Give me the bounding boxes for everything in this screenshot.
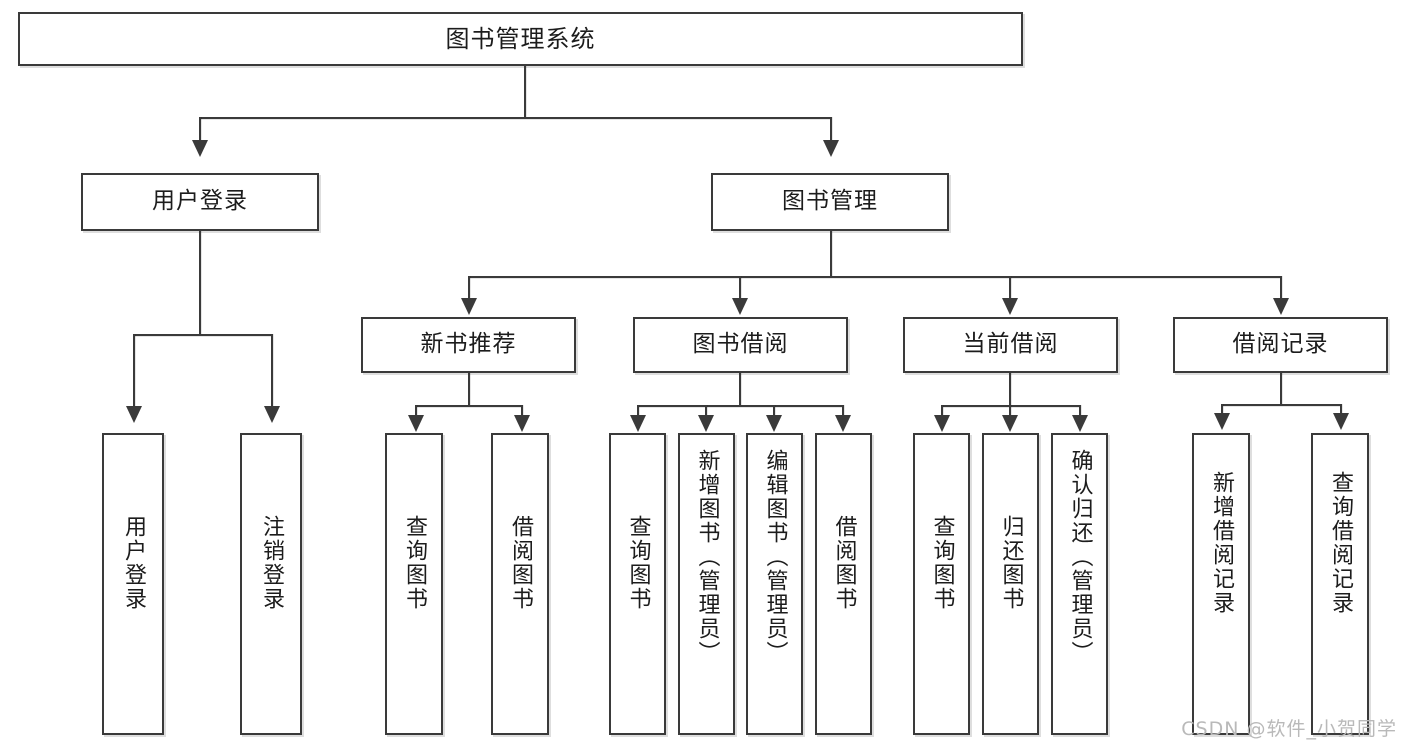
node-label: 当前借阅 bbox=[962, 331, 1059, 358]
leaf-query-book-current[interactable]: 查询图书 bbox=[913, 433, 970, 735]
arrowhead-query-record bbox=[1333, 413, 1349, 430]
arrowhead-current-borrow bbox=[1002, 298, 1018, 315]
connector-borrow-records-bus bbox=[1221, 404, 1340, 406]
node-label: 注销登录 bbox=[259, 515, 284, 611]
connector-new-book-leaf-2 bbox=[521, 405, 523, 419]
arrowhead-query-book-1 bbox=[408, 415, 424, 432]
node-label: 图书管理系统 bbox=[445, 24, 596, 53]
node-user-login[interactable]: 用户登录 bbox=[81, 173, 319, 231]
arrowhead-confirm-return bbox=[1072, 415, 1088, 432]
connector-book-mgmt-to-records bbox=[1280, 276, 1282, 302]
leaf-borrow-book-recommend[interactable]: 借阅图书 bbox=[491, 433, 549, 735]
leaf-borrow-book[interactable]: 借阅图书 bbox=[815, 433, 872, 735]
connector-book-borrow-leaf-3 bbox=[773, 405, 775, 419]
connector-book-mgmt-stem bbox=[830, 231, 832, 277]
connector-book-borrow-leaf-4 bbox=[842, 405, 844, 419]
connector-user-login-leaf-1 bbox=[133, 334, 135, 410]
connector-book-mgmt-bus bbox=[468, 276, 1280, 278]
node-label: 确认归还（管理员） bbox=[1067, 449, 1093, 665]
connector-borrow-records-leaf-2 bbox=[1340, 404, 1342, 417]
arrowhead-add-book bbox=[698, 415, 714, 432]
connector-book-borrow-leaf-1 bbox=[637, 405, 639, 419]
node-label: 用户登录 bbox=[121, 515, 146, 611]
node-current-borrow[interactable]: 当前借阅 bbox=[903, 317, 1118, 373]
node-label: 借阅图书 bbox=[508, 515, 533, 611]
connector-borrow-records-stem bbox=[1280, 373, 1282, 405]
connector-book-borrow-leaf-2 bbox=[705, 405, 707, 419]
leaf-return-book[interactable]: 归还图书 bbox=[982, 433, 1039, 735]
connector-user-login-leaf-2 bbox=[271, 334, 273, 410]
connector-book-borrow-stem bbox=[739, 373, 741, 406]
node-label: 图书借阅 bbox=[692, 331, 789, 358]
connector-new-book-stem bbox=[468, 373, 470, 406]
node-label: 图书管理 bbox=[782, 188, 878, 215]
arrowhead-borrow-records bbox=[1273, 298, 1289, 315]
connector-book-borrow-bus bbox=[637, 405, 842, 407]
node-label: 新增借阅记录 bbox=[1209, 471, 1234, 615]
connector-current-borrow-leaf-2 bbox=[1009, 405, 1011, 419]
arrowhead-query-book-2 bbox=[630, 415, 646, 432]
connector-user-login-bus bbox=[133, 334, 271, 336]
node-book-borrow[interactable]: 图书借阅 bbox=[633, 317, 848, 373]
leaf-add-book[interactable]: 新增图书（管理员） bbox=[678, 433, 735, 735]
arrowhead-borrow-book-1 bbox=[514, 415, 530, 432]
node-new-book-recommend[interactable]: 新书推荐 bbox=[361, 317, 576, 373]
connector-book-mgmt-to-new-book bbox=[468, 276, 470, 302]
connector-new-book-bus bbox=[415, 405, 521, 407]
connector-book-mgmt-to-borrow bbox=[739, 276, 741, 302]
connector-borrow-records-leaf-1 bbox=[1221, 404, 1223, 417]
connector-current-borrow-leaf-1 bbox=[941, 405, 943, 419]
leaf-user-login[interactable]: 用户登录 bbox=[102, 433, 164, 735]
connector-root-stem bbox=[524, 66, 526, 118]
watermark: CSDN @软件_小贺同学 bbox=[1181, 718, 1397, 740]
arrowhead-user-login bbox=[192, 140, 208, 157]
arrowhead-book-mgmt bbox=[823, 140, 839, 157]
connector-book-mgmt-to-current bbox=[1009, 276, 1011, 302]
leaf-confirm-return[interactable]: 确认归还（管理员） bbox=[1051, 433, 1108, 735]
arrowhead-leaf-logout bbox=[264, 406, 280, 423]
leaf-logout[interactable]: 注销登录 bbox=[240, 433, 302, 735]
node-label: 查询图书 bbox=[402, 515, 427, 611]
node-label: 新增图书（管理员） bbox=[694, 449, 720, 665]
node-borrow-records[interactable]: 借阅记录 bbox=[1173, 317, 1388, 373]
arrowhead-borrow-book-2 bbox=[835, 415, 851, 432]
node-label: 查询图书 bbox=[625, 515, 651, 611]
node-label: 借阅图书 bbox=[831, 515, 857, 611]
node-book-management[interactable]: 图书管理 bbox=[711, 173, 949, 231]
node-label: 归还图书 bbox=[998, 515, 1024, 611]
arrowhead-add-record bbox=[1214, 413, 1230, 430]
connector-root-to-user-login bbox=[199, 117, 201, 144]
leaf-edit-book[interactable]: 编辑图书（管理员） bbox=[746, 433, 803, 735]
connector-current-borrow-leaf-3 bbox=[1079, 405, 1081, 419]
connector-user-login-stem bbox=[199, 231, 201, 335]
node-label: 用户登录 bbox=[152, 188, 248, 215]
leaf-add-borrow-record[interactable]: 新增借阅记录 bbox=[1192, 433, 1250, 735]
leaf-query-book-recommend[interactable]: 查询图书 bbox=[385, 433, 443, 735]
node-label: 编辑图书（管理员） bbox=[762, 449, 788, 665]
arrowhead-leaf-user-login bbox=[126, 406, 142, 423]
connector-current-borrow-stem bbox=[1009, 373, 1011, 406]
arrowhead-new-book-recommend bbox=[461, 298, 477, 315]
arrowhead-query-book-3 bbox=[934, 415, 950, 432]
arrowhead-edit-book bbox=[766, 415, 782, 432]
node-root-system[interactable]: 图书管理系统 bbox=[18, 12, 1023, 66]
leaf-query-borrow-record[interactable]: 查询借阅记录 bbox=[1311, 433, 1369, 735]
arrowhead-return-book bbox=[1002, 415, 1018, 432]
node-label: 查询借阅记录 bbox=[1328, 471, 1353, 615]
node-label: 借阅记录 bbox=[1232, 331, 1329, 358]
connector-root-bus bbox=[199, 117, 831, 119]
node-label: 新书推荐 bbox=[420, 331, 517, 358]
connector-root-to-book-mgmt bbox=[830, 117, 832, 144]
node-label: 查询图书 bbox=[929, 515, 955, 611]
leaf-query-book-borrow[interactable]: 查询图书 bbox=[609, 433, 666, 735]
arrowhead-book-borrow bbox=[732, 298, 748, 315]
connector-new-book-leaf-1 bbox=[415, 405, 417, 419]
